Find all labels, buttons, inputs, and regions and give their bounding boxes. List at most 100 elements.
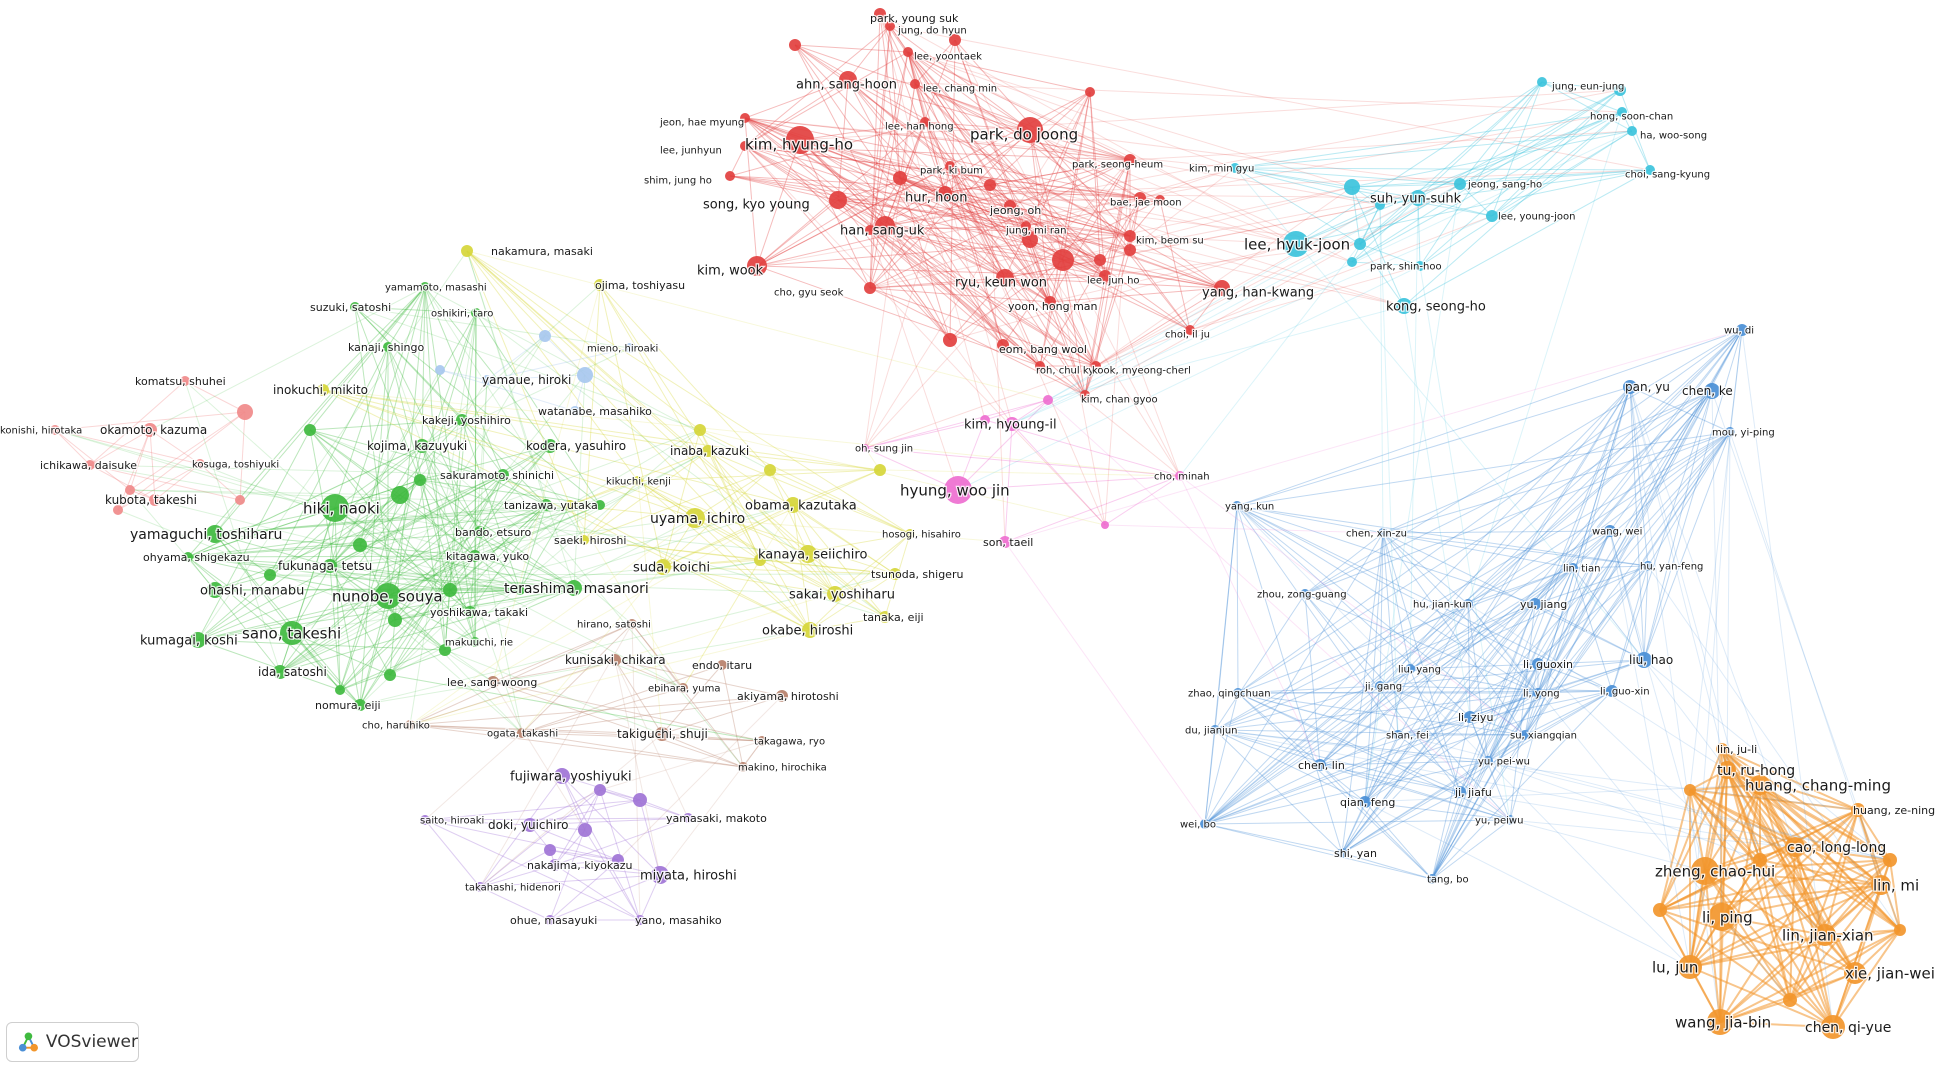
network-node[interactable] — [910, 79, 920, 89]
network-node[interactable] — [1124, 244, 1136, 256]
network-node[interactable] — [1094, 254, 1106, 266]
network-node[interactable] — [1483, 756, 1493, 766]
author-label[interactable]: suzuki, satoshi — [309, 300, 393, 316]
network-node[interactable] — [1883, 853, 1897, 867]
network-node[interactable] — [1347, 257, 1357, 267]
network-node[interactable] — [149, 494, 161, 506]
network-node[interactable] — [414, 474, 426, 486]
author-label[interactable]: shi, yan — [1333, 846, 1379, 862]
author-label[interactable]: lin, jian-xian — [1781, 925, 1875, 946]
network-node[interactable] — [456, 414, 468, 426]
network-node[interactable] — [1080, 390, 1090, 400]
network-node[interactable] — [889, 568, 901, 580]
network-node[interactable] — [464, 606, 476, 618]
author-label[interactable]: lee, sang-woong — [446, 675, 539, 691]
network-node[interactable] — [143, 423, 157, 437]
network-node[interactable] — [943, 333, 957, 347]
author-label[interactable]: oh, sung jin — [854, 442, 915, 456]
network-node[interactable] — [635, 915, 645, 925]
network-node[interactable] — [566, 580, 582, 596]
network-node[interactable] — [594, 279, 606, 291]
network-node[interactable] — [612, 854, 624, 866]
author-label[interactable]: li, yong — [1522, 687, 1561, 701]
author-label[interactable]: lu, jun — [1651, 957, 1700, 978]
network-node[interactable] — [1533, 688, 1543, 698]
network-node[interactable] — [1210, 725, 1220, 735]
author-label[interactable]: yamaguchi, toshiharu — [129, 526, 284, 545]
author-label[interactable]: cho, minah — [1153, 470, 1211, 484]
author-label[interactable]: ohue, masayuki — [509, 913, 599, 929]
network-node[interactable] — [1844, 962, 1866, 984]
network-node[interactable] — [461, 245, 473, 257]
author-label[interactable]: cho, haruhiko — [361, 719, 431, 733]
author-label[interactable]: hosogi, hisahiro — [881, 528, 962, 542]
network-node[interactable] — [1155, 195, 1165, 205]
author-label[interactable]: nomura, eiji — [314, 698, 382, 714]
author-label[interactable]: ji, gang — [1363, 680, 1404, 694]
author-label[interactable]: hu, yan-feng — [1639, 560, 1705, 574]
author-label[interactable]: jeon, hae myung — [658, 116, 746, 130]
network-node[interactable] — [949, 34, 961, 46]
author-label[interactable]: ryu, keun won — [954, 274, 1049, 292]
network-node[interactable] — [384, 669, 396, 681]
author-label[interactable]: park, young suk — [869, 11, 960, 27]
author-label[interactable]: kumagai, koshi — [139, 632, 239, 650]
network-node[interactable] — [1454, 786, 1466, 798]
network-node[interactable] — [879, 611, 891, 623]
author-label[interactable]: tsunoda, shigeru — [870, 567, 965, 583]
author-label[interactable]: cho, gyu seok — [773, 286, 845, 300]
network-node[interactable] — [1101, 521, 1109, 529]
network-node[interactable] — [1035, 361, 1045, 371]
network-node[interactable] — [785, 497, 801, 513]
network-node[interactable] — [1091, 361, 1101, 371]
author-label[interactable]: sakai, yoshiharu — [788, 586, 896, 604]
author-label[interactable]: takagawa, ryo — [753, 735, 827, 749]
author-label[interactable]: inaba, kazuki — [669, 443, 751, 460]
network-node[interactable] — [655, 559, 671, 575]
network-node[interactable] — [999, 536, 1011, 548]
network-node[interactable] — [577, 367, 593, 383]
network-node[interactable] — [717, 660, 727, 670]
author-label[interactable]: takahashi, hidenori — [464, 881, 562, 895]
author-label[interactable]: hu, jian-kun — [1412, 598, 1473, 612]
network-node[interactable] — [1614, 84, 1626, 96]
author-label[interactable]: akiyama, hirotoshi — [736, 689, 840, 705]
author-label[interactable]: yoshikawa, takaki — [429, 605, 530, 621]
network-node[interactable] — [1684, 784, 1696, 796]
author-label[interactable]: wei, bo — [1179, 818, 1217, 832]
network-node[interactable] — [1410, 190, 1426, 206]
author-label[interactable]: uyama, ichiro — [649, 510, 747, 529]
author-label[interactable]: tu, ru-hong — [1716, 762, 1797, 781]
network-node[interactable] — [235, 495, 245, 505]
author-label[interactable]: wang, jia-bin — [1674, 1012, 1773, 1033]
network-node[interactable] — [980, 415, 990, 425]
network-node[interactable] — [1691, 857, 1719, 885]
author-label[interactable]: du, jianjun — [1184, 724, 1239, 738]
network-node[interactable] — [1337, 848, 1347, 858]
network-node[interactable] — [207, 582, 223, 598]
network-node[interactable] — [609, 654, 621, 666]
network-node[interactable] — [544, 844, 556, 856]
network-node[interactable] — [1200, 819, 1210, 829]
network-node[interactable] — [685, 508, 705, 528]
author-label[interactable]: kakeji, yoshihiro — [421, 413, 513, 429]
network-node[interactable] — [487, 676, 499, 688]
author-label[interactable]: yu, peiwu — [1474, 814, 1525, 828]
author-label[interactable]: okamoto, kazuma — [99, 422, 209, 439]
author-label[interactable]: kim, beom su — [1135, 234, 1205, 248]
author-label[interactable]: shan, fei — [1385, 729, 1430, 743]
network-node[interactable] — [539, 330, 551, 342]
author-label[interactable]: li, guo-xin — [1599, 685, 1651, 699]
network-node[interactable] — [1124, 154, 1136, 166]
network-node[interactable] — [323, 559, 337, 573]
author-label[interactable]: lee, yoontaek — [913, 50, 984, 64]
author-label[interactable]: park, ki bum — [919, 164, 984, 178]
network-node[interactable] — [1783, 993, 1797, 1007]
network-node[interactable] — [383, 342, 393, 352]
network-node[interactable] — [839, 71, 857, 89]
network-node[interactable] — [864, 282, 876, 294]
author-label[interactable]: ebihara, yuma — [647, 682, 722, 696]
network-node[interactable] — [1396, 298, 1412, 314]
network-node[interactable] — [50, 425, 60, 435]
network-node[interactable] — [1344, 179, 1360, 195]
